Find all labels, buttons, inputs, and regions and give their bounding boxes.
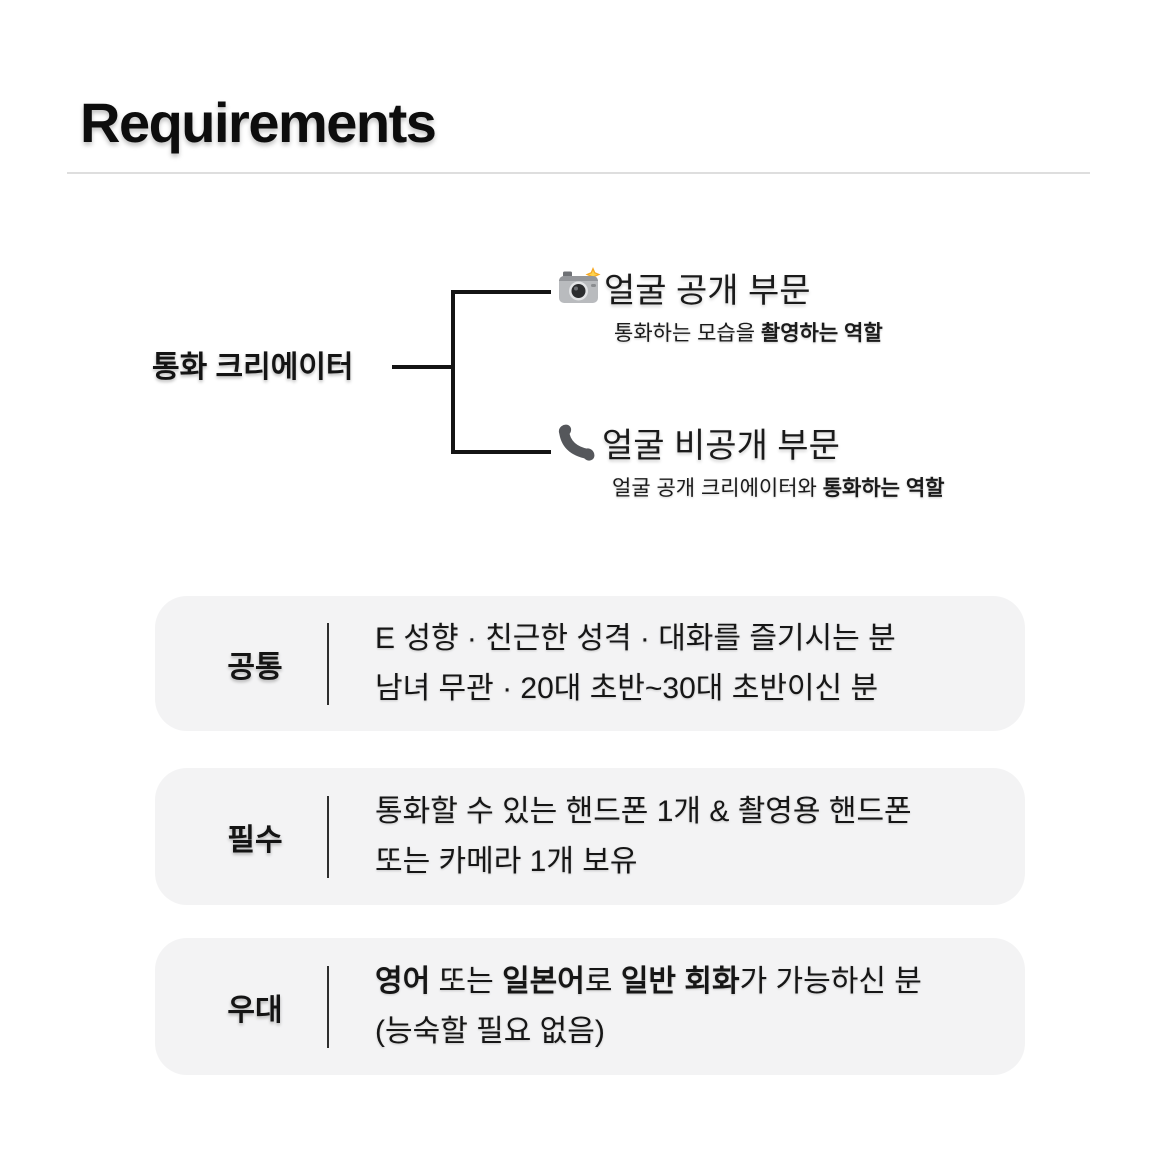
branch-title: 얼굴 공개 부문 (604, 271, 811, 310)
box-divider (327, 795, 329, 878)
branch-title-row: 얼굴 공개 부문 (558, 264, 883, 310)
box-divider (327, 622, 329, 705)
requirement-box-common: 공통 E 성향 · 친근한 성격 · 대화를 즐기시는 분 남녀 무관 · 20… (155, 596, 1025, 731)
title-divider (67, 172, 1090, 174)
content-line: 통화할 수 있는 핸드폰 1개 & 촬영용 핸드폰 (375, 794, 912, 828)
branch-subtitle: 얼굴 공개 크리에이터와 통화하는 역할 (612, 477, 945, 500)
branch-face-revealed: 얼굴 공개 부문 통화하는 모습을 촬영하는 역할 (558, 264, 883, 347)
content-line: (능숙할 필요 없음) (375, 1014, 605, 1048)
branch-subtitle: 통화하는 모습을 촬영하는 역할 (614, 322, 883, 345)
camera-flash-icon (559, 267, 601, 303)
box-label: 필수 (227, 823, 283, 857)
requirement-box-required: 필수 통화할 수 있는 핸드폰 1개 & 촬영용 핸드폰 또는 카메라 1개 보… (155, 768, 1025, 905)
tree-root-label: 통화 크리에이터 (152, 351, 354, 384)
page-title: Requirements (80, 91, 437, 154)
box-divider (327, 965, 329, 1048)
content-line: E 성향 · 친근한 성격 · 대화를 즐기시는 분 (375, 621, 896, 655)
branch-face-hidden: 얼굴 비공개 부문 얼굴 공개 크리에이터와 통화하는 역할 (556, 419, 944, 502)
content-line: 남녀 무관 · 20대 초반~30대 초반이신 분 (375, 671, 879, 705)
box-content: E 성향 · 친근한 성격 · 대화를 즐기시는 분 남녀 무관 · 20대 초… (375, 614, 896, 714)
box-label: 공통 (227, 650, 283, 684)
box-content: 통화할 수 있는 핸드폰 1개 & 촬영용 핸드폰 또는 카메라 1개 보유 (375, 787, 912, 887)
content-line: 또는 카메라 1개 보유 (375, 844, 638, 878)
requirement-box-preferred: 우대 영어 또는 일본어로 일반 회화가 가능하신 분 (능숙할 필요 없음) (155, 938, 1025, 1075)
branch-title-row: 얼굴 비공개 부문 (556, 419, 944, 465)
phone-receiver-icon (558, 424, 595, 461)
box-label: 우대 (227, 993, 283, 1027)
content-line: 영어 또는 일본어로 일반 회화가 가능하신 분 (375, 964, 922, 998)
branch-title: 얼굴 비공개 부문 (602, 426, 840, 465)
box-content: 영어 또는 일본어로 일반 회화가 가능하신 분 (능숙할 필요 없음) (375, 957, 922, 1057)
tree-connector-lines (392, 290, 551, 454)
